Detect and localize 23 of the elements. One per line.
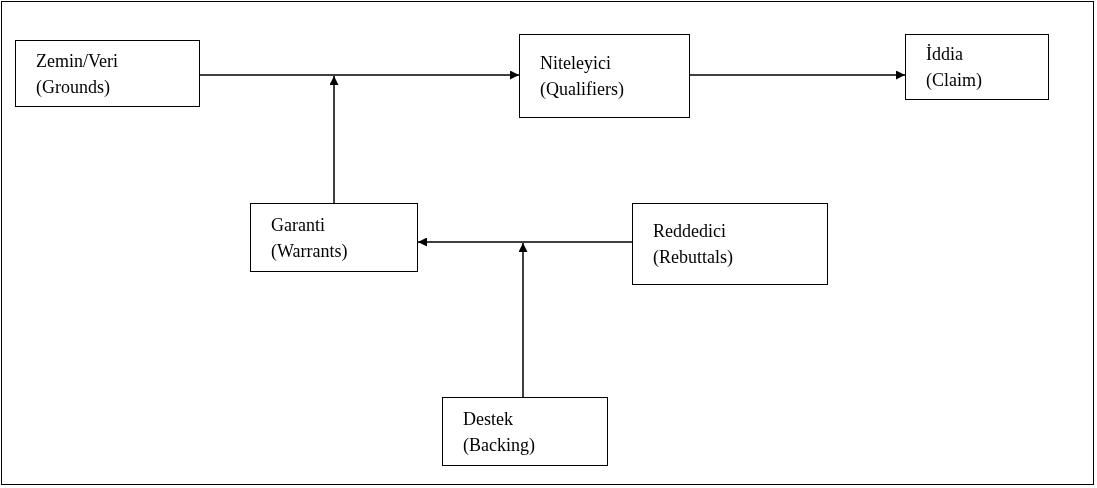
arrow xyxy=(518,242,528,398)
box-label: (Qualifiers) xyxy=(540,78,624,101)
box-label: (Backing) xyxy=(463,433,535,457)
process-box xyxy=(250,203,418,272)
process-box xyxy=(905,34,1049,100)
process-box xyxy=(442,397,608,466)
process-box xyxy=(632,203,828,285)
box-label: (Claim) xyxy=(926,69,982,92)
arrow xyxy=(689,70,906,80)
arrow xyxy=(329,75,339,204)
box-label: Garanti xyxy=(271,213,325,237)
box-label: (Warrants) xyxy=(271,239,348,263)
box-label: Reddedici xyxy=(653,220,726,243)
box-label: İddia xyxy=(926,43,963,66)
arrow xyxy=(417,237,633,247)
box-label: (Grounds) xyxy=(36,75,110,99)
box-label: (Rebuttals) xyxy=(653,246,733,269)
box-label: Destek xyxy=(463,407,513,431)
box-label: Zemin/Veri xyxy=(36,49,118,73)
arrow xyxy=(199,70,520,80)
process-box xyxy=(519,34,690,118)
box-label: Niteleyici xyxy=(540,52,611,75)
process-box xyxy=(15,40,200,107)
